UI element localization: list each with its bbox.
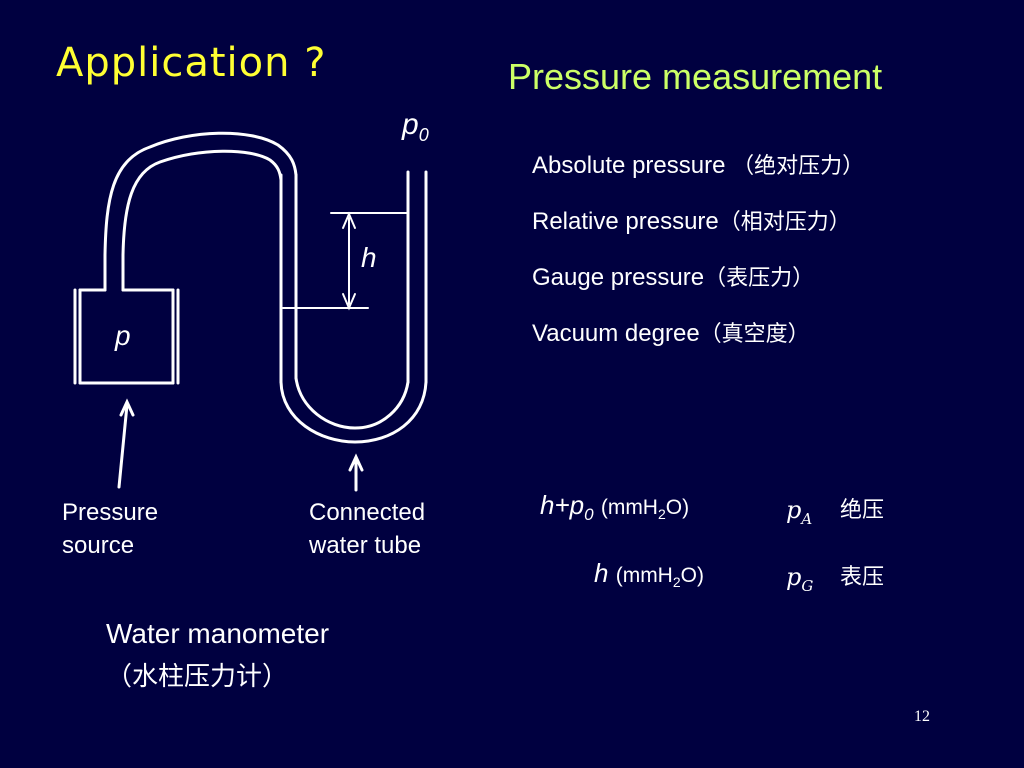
- label-p0-sub: 0: [418, 125, 429, 145]
- formula-absolute: h+p0 (mmH2O): [540, 490, 689, 525]
- formula-gauge: h (mmH2O): [594, 558, 704, 590]
- term-en: Gauge pressure: [532, 264, 705, 291]
- unit-sub: 2: [672, 574, 681, 591]
- term-relative-pressure: Relative pressure（相对压力）: [532, 204, 851, 236]
- pressure-source-line-2: source: [62, 532, 135, 559]
- symbol-pG: pG: [786, 563, 813, 595]
- term-en: Vacuum degree: [532, 320, 700, 347]
- formula-h: h: [594, 558, 609, 588]
- formula-p-sub: 0: [584, 505, 594, 525]
- page-number: 12: [914, 708, 930, 725]
- label-h: h: [361, 242, 377, 273]
- unit-post: O): [680, 564, 704, 587]
- pressure-source-line-1: Pressure: [62, 499, 159, 526]
- term-en: Absolute pressure: [532, 152, 733, 179]
- slide-subtitle: Pressure measurement: [508, 56, 883, 97]
- u-tube-inner: [294, 376, 410, 430]
- formula-p: p: [569, 490, 585, 520]
- water-tube-label: Connected water tube: [309, 496, 425, 562]
- label-absolute-cn: 绝压: [840, 498, 885, 523]
- term-cn: （绝对压力）: [732, 154, 865, 179]
- symbol-base: p: [786, 496, 802, 524]
- label-p: p: [115, 320, 131, 351]
- formula-unit: (mmH2O): [615, 564, 704, 591]
- pressure-source-label: Pressure source: [62, 496, 158, 562]
- symbol-sub: A: [801, 509, 813, 528]
- symbol-pA: pA: [786, 496, 812, 528]
- symbol-sub: G: [801, 576, 814, 595]
- connecting-hose-inner: [121, 149, 283, 292]
- formula-unit: (mmH2O): [600, 496, 690, 523]
- label-gauge-cn: 表压: [840, 565, 885, 590]
- manometer-caption-en: Water manometer: [106, 618, 330, 649]
- unit-post: O): [665, 496, 690, 519]
- formula-plus: +: [554, 490, 570, 520]
- label-p0-base: p: [402, 108, 419, 141]
- water-tube-line-2: water tube: [309, 532, 422, 559]
- term-cn: （相对压力）: [718, 210, 851, 235]
- water-tube-line-1: Connected: [309, 499, 426, 526]
- term-cn: （表压力）: [704, 266, 815, 291]
- term-vacuum-degree: Vacuum degree（真空度）: [532, 316, 810, 348]
- manometer-caption-cn: （水柱压力计）: [106, 662, 289, 692]
- pressure-source-box: [73, 288, 180, 385]
- unit-sub: 2: [657, 506, 666, 523]
- term-cn: （真空度）: [699, 322, 810, 347]
- term-absolute-pressure: Absolute pressure （绝对压力）: [532, 148, 864, 180]
- unit-pre: (mmH: [600, 496, 658, 519]
- connecting-hose-outer: [103, 131, 298, 292]
- u-tube-outer: [279, 380, 428, 444]
- term-gauge-pressure: Gauge pressure（表压力）: [532, 260, 814, 292]
- term-en: Relative pressure: [532, 208, 719, 235]
- slide-title: Application ?: [56, 40, 327, 86]
- formula-h: h: [540, 490, 555, 520]
- symbol-base: p: [786, 563, 802, 591]
- unit-pre: (mmH: [615, 564, 673, 587]
- label-p0: p0: [402, 108, 429, 146]
